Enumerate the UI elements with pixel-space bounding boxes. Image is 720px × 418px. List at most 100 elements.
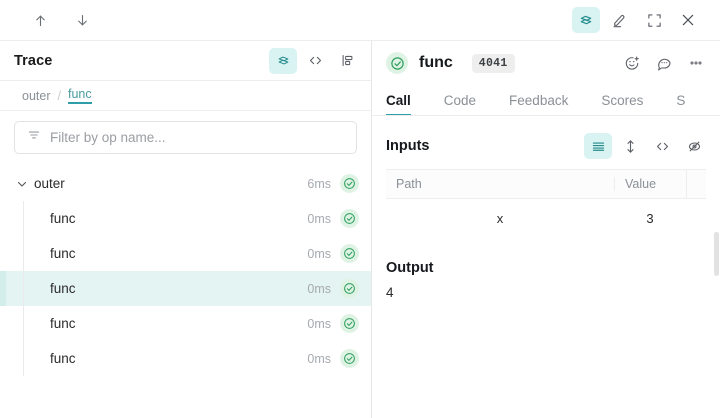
trace-row-label: func [50, 211, 76, 226]
layers-icon [578, 12, 594, 28]
output-value: 4 [386, 285, 394, 300]
inputs-view-switcher [584, 133, 708, 159]
trace-row-label: func [50, 351, 76, 366]
trace-row-func-2[interactable]: func 0ms [0, 236, 371, 271]
tree-guide-line [23, 306, 24, 341]
call-detail-panel: func 4041 [372, 41, 720, 418]
breadcrumb-item-outer[interactable]: outer [22, 88, 51, 103]
previous-call-button[interactable] [26, 7, 54, 33]
row-edge [0, 271, 6, 306]
call-id-badge: 4041 [471, 53, 515, 73]
expand-icon [647, 13, 662, 28]
trace-row-duration: 0ms [307, 316, 331, 331]
add-reaction-button[interactable] [618, 50, 646, 76]
fullscreen-button[interactable] [640, 7, 668, 33]
tab-feedback[interactable]: Feedback [509, 92, 569, 108]
cell-value: 3 [646, 210, 654, 226]
row-edge [0, 306, 6, 341]
vertical-scrollbar[interactable] [714, 232, 719, 276]
trace-row-func-1[interactable]: func 0ms [0, 201, 371, 236]
layers-icon [276, 53, 291, 68]
tree-guide-line [23, 236, 24, 271]
breadcrumb: outer / func [0, 81, 371, 111]
column-header-spacer [686, 170, 706, 198]
add-comment-button[interactable] [650, 50, 678, 76]
overflow-menu-icon [688, 55, 704, 71]
trace-row-func-5[interactable]: func 0ms [0, 341, 371, 376]
inputs-table-row[interactable]: x 3 [386, 199, 706, 237]
annotate-button[interactable] [606, 7, 634, 33]
code-icon [308, 53, 323, 68]
filter-input[interactable]: Filter by op name... [14, 121, 357, 154]
output-title: Output [386, 260, 434, 276]
inputs-table: Path Value x 3 [386, 169, 706, 237]
emoji-plus-icon [624, 55, 640, 71]
trace-tree-toggle-button[interactable] [572, 7, 600, 33]
top-toolbar-actions [572, 7, 708, 33]
chevron-down-icon[interactable] [16, 178, 30, 190]
comment-icon [656, 55, 672, 71]
list-icon [591, 139, 606, 154]
close-icon [680, 12, 696, 28]
inputs-expand-rows-button[interactable] [616, 133, 644, 159]
eye-slash-icon [687, 139, 702, 154]
trace-panel-title: Trace [14, 52, 53, 69]
trace-code-view-button[interactable] [301, 48, 329, 74]
tab-scores[interactable]: Scores [601, 92, 644, 108]
inputs-json-view-button[interactable] [648, 133, 676, 159]
call-status-success-icon [386, 52, 408, 74]
tab-summary[interactable]: S [676, 92, 686, 108]
row-edge [0, 236, 6, 271]
up-arrow-icon [33, 13, 48, 28]
top-toolbar-nav [12, 7, 96, 33]
code-icon [655, 139, 670, 154]
trace-view-switcher [269, 47, 361, 74]
trace-row-duration: 6ms [307, 176, 331, 191]
call-header: func 4041 [372, 41, 720, 85]
inputs-hide-empty-button[interactable] [680, 133, 708, 159]
next-call-button[interactable] [68, 7, 96, 33]
trace-tree-view-button[interactable] [269, 47, 297, 74]
inputs-title: Inputs [386, 138, 430, 154]
highlighter-pen-icon [612, 12, 628, 28]
filter-placeholder: Filter by op name... [50, 130, 166, 145]
trace-panel-header: Trace [0, 41, 371, 81]
trace-row-duration: 0ms [307, 246, 331, 261]
trace-row-outer[interactable]: outer 6ms [0, 166, 371, 201]
breadcrumb-item-func[interactable]: func [67, 87, 92, 104]
row-edge [0, 201, 6, 236]
more-options-button[interactable] [682, 50, 710, 76]
trace-row-label: outer [34, 176, 65, 191]
inputs-table-view-button[interactable] [584, 133, 612, 159]
tree-guide-line [23, 201, 24, 236]
trace-panel: Trace [0, 41, 372, 418]
trace-row-duration: 0ms [307, 211, 331, 226]
status-success-icon [340, 349, 359, 368]
close-button[interactable] [674, 7, 702, 33]
trace-row-func-4[interactable]: func 0ms [0, 306, 371, 341]
trace-flamegraph-view-button[interactable] [333, 48, 361, 74]
status-success-icon [340, 244, 359, 263]
main-split: Trace [0, 41, 720, 418]
trace-row-label: func [50, 281, 76, 296]
breadcrumb-separator: / [57, 88, 61, 103]
expand-vertical-icon [623, 139, 638, 154]
column-header-path: Path [396, 177, 422, 191]
trace-row-duration: 0ms [307, 351, 331, 366]
tab-call[interactable]: Call [386, 85, 430, 115]
column-header-value: Value [614, 177, 686, 191]
inputs-section-header: Inputs [372, 116, 720, 169]
filter-container: Filter by op name... [0, 111, 371, 162]
trace-row-label: func [50, 246, 76, 261]
status-success-icon [340, 209, 359, 228]
tab-code[interactable]: Code [443, 92, 477, 108]
trace-row-duration: 0ms [307, 281, 331, 296]
output-section-header: Output [372, 237, 720, 285]
call-tabs: Call Code Feedback Scores S [372, 85, 720, 116]
trace-row-func-3[interactable]: func 0ms [0, 271, 371, 306]
status-success-icon [340, 279, 359, 298]
inputs-table-header: Path Value [386, 169, 706, 199]
tree-guide-line [23, 271, 24, 306]
top-toolbar [0, 0, 720, 41]
